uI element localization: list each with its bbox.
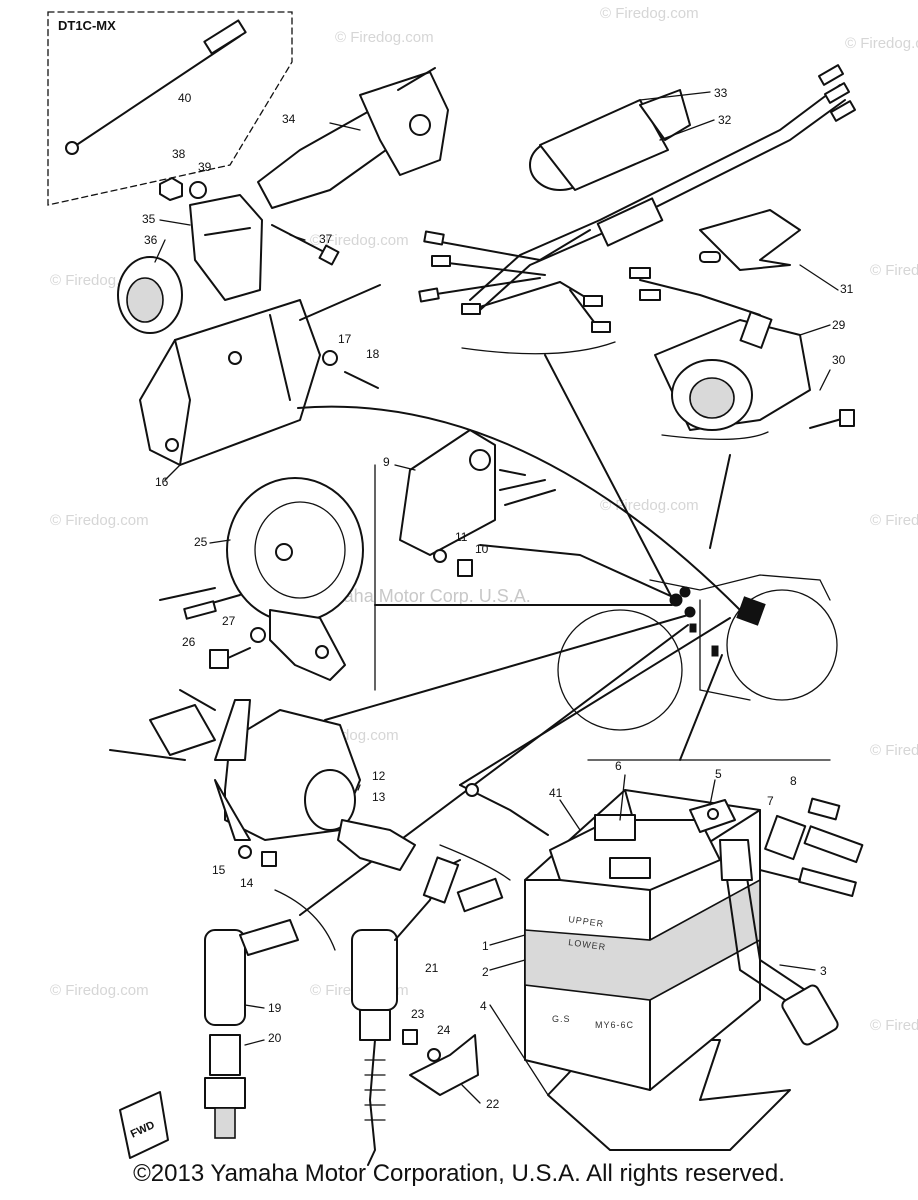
battery-brand-label: G.S <box>552 1014 571 1024</box>
callout-20: 20 <box>268 1031 282 1045</box>
part-34 <box>257 67 449 209</box>
callout-7: 7 <box>767 794 774 808</box>
cable-part-40 <box>71 35 241 149</box>
callout-16: 16 <box>155 475 169 489</box>
fwd-arrow-icon: FWD <box>119 1091 169 1159</box>
part-38-39 <box>159 177 207 201</box>
callout-29: 29 <box>832 318 846 332</box>
callout-36: 36 <box>144 233 158 247</box>
callout-22: 22 <box>486 1097 500 1111</box>
callout-40: 40 <box>178 91 192 105</box>
callout-35: 35 <box>142 212 156 226</box>
copyright-notice: ©2013 Yamaha Motor Corporation, U.S.A. A… <box>133 1160 785 1187</box>
callout-labels: 40 38 39 34 33 32 35 36 37 31 29 17 18 3… <box>142 86 854 1111</box>
callout-33: 33 <box>714 86 728 100</box>
callout-8: 8 <box>790 774 797 788</box>
part-16 <box>139 284 381 466</box>
part-35-36-37 <box>117 194 340 334</box>
callout-41: 41 <box>549 786 563 800</box>
callout-32: 32 <box>718 113 732 127</box>
callout-13: 13 <box>372 790 386 804</box>
callout-14: 14 <box>240 876 254 890</box>
callout-4: 4 <box>480 999 487 1013</box>
callout-2: 2 <box>482 965 489 979</box>
callout-17: 17 <box>338 332 352 346</box>
callout-25: 25 <box>194 535 208 549</box>
callout-12: 12 <box>372 769 386 783</box>
callout-leaders <box>154 91 839 1104</box>
watermark: © Firedog.com <box>600 5 699 22</box>
callout-6: 6 <box>615 759 622 773</box>
callout-37: 37 <box>319 232 333 246</box>
connector-terminals <box>418 64 857 333</box>
watermark: © Firedog.com <box>870 262 918 279</box>
callout-15: 15 <box>212 863 226 877</box>
callout-1: 1 <box>482 939 489 953</box>
leader-lines <box>297 354 741 916</box>
callout-3: 3 <box>820 964 827 978</box>
part-12-13-14-15 <box>109 689 416 871</box>
kit-label: DT1C-MX <box>58 18 116 33</box>
watermark: © Firedog.com <box>870 742 918 759</box>
part-25 <box>159 464 376 691</box>
callout-24: 24 <box>437 1023 451 1037</box>
callout-31: 31 <box>840 282 854 296</box>
callout-21: 21 <box>425 961 439 975</box>
watermark-center: Yamaha Motor Corp. U.S.A. <box>308 586 531 606</box>
callout-10: 10 <box>475 542 489 556</box>
kit-box: DT1C-MX <box>47 11 293 206</box>
callout-19: 19 <box>268 1001 282 1015</box>
battery-model-label: MY6-6C <box>595 1020 634 1030</box>
callout-18: 18 <box>366 347 380 361</box>
callout-11: 11 <box>455 530 468 544</box>
callout-26: 26 <box>182 635 196 649</box>
watermark: © Firedog.com <box>870 1017 918 1034</box>
watermark: © Firedog.com <box>50 982 149 999</box>
watermark: © Firedog.com <box>50 512 149 529</box>
watermark: © Firedog.com <box>845 35 918 52</box>
part-31 <box>699 209 801 271</box>
motorcycle-outline <box>557 574 838 731</box>
callout-38: 38 <box>172 147 186 161</box>
watermark: © Firedog.com <box>310 232 409 249</box>
callout-5: 5 <box>715 767 722 781</box>
watermark: © Firedog.com <box>335 29 434 46</box>
callout-23: 23 <box>411 1007 425 1021</box>
watermark: © Firedog.com <box>600 497 699 514</box>
part-32-33 <box>418 64 857 355</box>
callout-9: 9 <box>383 455 390 469</box>
callout-34: 34 <box>282 112 296 126</box>
callout-30: 30 <box>832 353 846 367</box>
watermark: © Firedog.com <box>870 512 918 529</box>
part-battery: UPPER LOWER G.S MY6-6C <box>459 759 864 1151</box>
part-29-30 <box>629 267 855 440</box>
callout-39: 39 <box>198 160 212 174</box>
part-19-20 <box>204 889 336 1139</box>
callout-27: 27 <box>222 614 236 628</box>
part-21-22-23-24 <box>351 844 511 1166</box>
battery-upper-label: UPPER <box>568 914 605 929</box>
